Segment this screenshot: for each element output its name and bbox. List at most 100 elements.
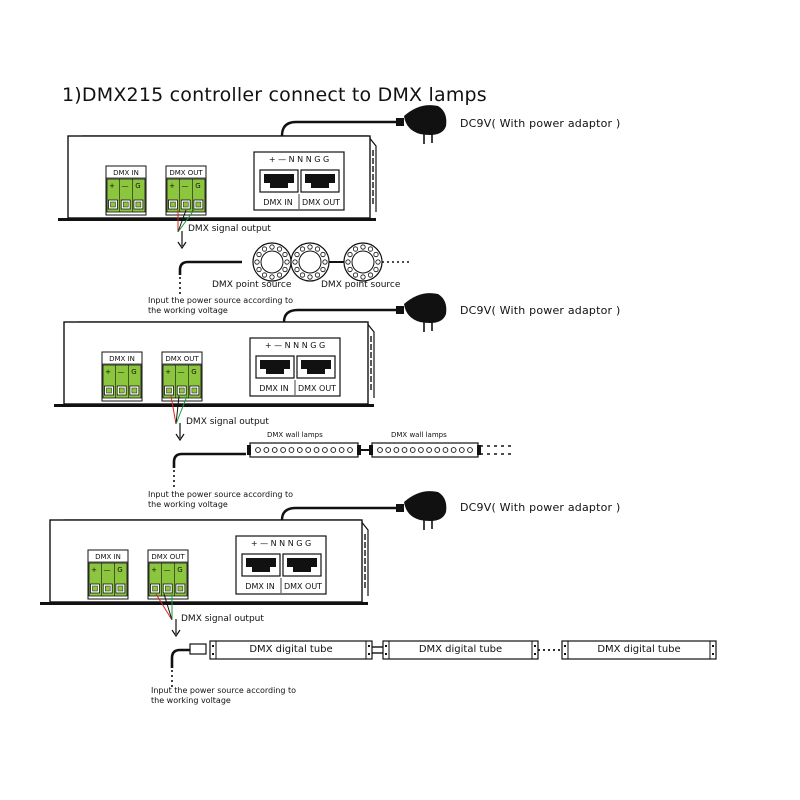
terminal-screw-slot [166,387,172,394]
wall-lamp-led [347,447,353,453]
terminal-screw-slot [135,201,142,208]
rj45-in-label: DMX IN [259,384,288,393]
point-source-led [320,266,326,273]
terminal-dmx-out-3: DMX OUT+—G [147,549,189,600]
wall-lamp-label-1: DMX wall lamps [267,431,323,439]
terminal-pin-label: G [195,182,200,190]
wall-lamp-led [434,447,441,453]
terminal-label: DMX IN [95,553,121,561]
power-note-3: Input the power source according to the … [151,686,296,706]
terminal-screw-slot [92,585,98,592]
digital-tube-pin [534,645,536,647]
point-source-led [294,266,300,273]
terminal-dmx-in-2: DMX IN+—G [101,351,143,402]
terminal-pin-label: + [169,182,175,190]
wire-black [177,209,187,233]
point-source-led [373,251,379,258]
wall-lamp-led [296,447,303,453]
wall-lamp-led [305,447,312,453]
power-input-cable-3 [170,648,202,690]
terminal-screw-slot [178,387,185,394]
terminal-dmx-out-1: DMX OUT+—G [165,165,207,216]
wall-lamp-led [280,447,286,453]
terminal-screw-slot [122,201,129,208]
power-adaptor-1 [280,105,447,144]
power-note-1-line1: Input the power source according to [148,296,294,305]
terminal-screw-slot [131,387,138,394]
rj45-in-label: DMX IN [245,582,274,591]
tube-connector [189,643,207,655]
wire-black [163,593,173,621]
signal-arrow-head [177,241,187,250]
terminal-screw-slot [191,387,198,394]
rj45-out-label: DMX OUT [284,582,322,591]
digital-tube-pin [212,653,214,655]
point-source-label-1: DMX point source [212,280,292,290]
adaptor-body [404,491,447,521]
rj45-port-in-socket [264,174,294,188]
wall-lamp-led [313,447,320,453]
adaptor-cable [280,120,402,137]
rj45-port-out-socket [305,174,335,188]
wall-lamp-1 [247,442,361,458]
wall-lamp-led [288,447,295,453]
point-source-3 [343,242,383,282]
controller-base [58,218,376,221]
point-source-led [307,274,313,280]
wall-lamp-led [330,447,337,453]
signal-arrow-head [175,433,185,442]
wire-black [175,395,180,425]
terminal-label: DMX IN [113,169,139,177]
rj45-in-label: DMX IN [263,198,292,207]
terminal-screw-slot [170,201,176,208]
wall-lamp-led [401,447,408,453]
terminal-screw-slot [177,585,184,592]
wire-green [175,395,188,425]
wall-lamp-led [409,447,416,453]
terminal-screw-slot [164,585,171,592]
point-source-led [345,259,351,265]
wall-lamp-led [450,447,457,453]
digital-tube-pin [368,653,370,655]
point-source-led [347,251,353,258]
signal-label-2: DMX signal output [186,417,269,427]
terminal-pin-label: G [135,182,140,190]
digital-tube-pin [534,653,536,655]
adaptor-plug [396,504,404,512]
wire-red [155,593,173,621]
terminal-pin-label: + [165,368,171,376]
point-source-led [269,274,275,280]
terminal-pin-label: + [105,368,111,376]
point-source-led [352,272,359,278]
point-source-led [282,266,288,273]
rj45-pin-header: + — N N N G G [251,539,311,548]
point-source-led [292,259,298,265]
diagram-title: 1)DMX215 controller connect to DMX lamps [62,84,487,106]
terminal-screw-slot [195,201,202,208]
point-source-led [294,251,300,258]
wall-lamp-led [322,447,328,453]
point-source-led [261,246,268,252]
digital-tube-pin [368,645,370,647]
power-note-2-line1: Input the power source according to [148,490,294,499]
point-source-led [276,246,283,252]
point-source-led [367,272,374,278]
terminal-pin-label: G [117,566,122,574]
power-note-2-line2: the working voltage [148,500,228,509]
terminal-pin-label: — [122,182,129,190]
power-note-3-line2: the working voltage [151,696,231,705]
adaptor-cable [280,506,402,521]
signal-arrow-head [171,629,181,638]
terminal-pin-label: — [118,368,125,376]
point-source-led [276,272,283,278]
digital-tube-pin [712,645,714,647]
wall-lamp-led [271,447,278,453]
power-note-1-line2: the working voltage [148,306,228,315]
point-source-led [352,246,359,252]
point-source-led [261,272,268,278]
power-note-1: Input the power source according to the … [148,296,293,316]
rj45-pin-header: + — N N N G G [269,155,329,164]
point-source-led [360,274,366,280]
wall-lamp-led [255,447,261,453]
adaptor-label-1: DC9V( With power adaptor ) [460,117,621,130]
